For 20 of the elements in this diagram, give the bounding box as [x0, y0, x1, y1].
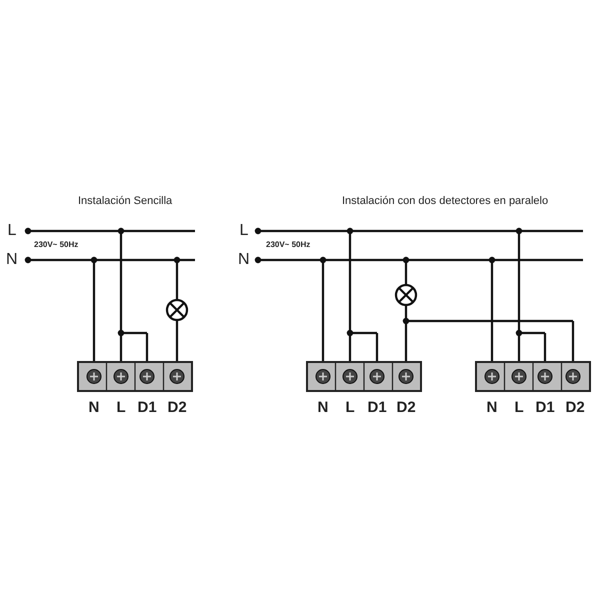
terminal-label: L: [116, 400, 126, 414]
terminal-label: D2: [566, 400, 585, 414]
terminal-label: N: [318, 400, 328, 414]
terminal-label: D1: [138, 400, 157, 414]
circuit-title: Instalación Sencilla: [78, 196, 172, 206]
terminal-label: D1: [536, 400, 555, 414]
terminal-label: D2: [168, 400, 187, 414]
line-label: N: [238, 252, 250, 268]
line-label: L: [8, 223, 16, 239]
circuit-title: Instalación con dos detectores en paralelo: [342, 196, 548, 206]
terminal-label: D1: [368, 400, 387, 414]
terminal-label: N: [486, 400, 498, 414]
line-label: L: [240, 223, 248, 239]
voltage-label: 230V~ 50Hz: [266, 241, 310, 249]
terminal-label: D2: [396, 400, 416, 414]
line-label: N: [6, 252, 18, 268]
terminal-label: L: [514, 400, 524, 414]
terminal-label: N: [88, 400, 100, 414]
terminal-label: L: [346, 400, 355, 414]
voltage-label: 230V~ 50Hz: [34, 241, 78, 249]
